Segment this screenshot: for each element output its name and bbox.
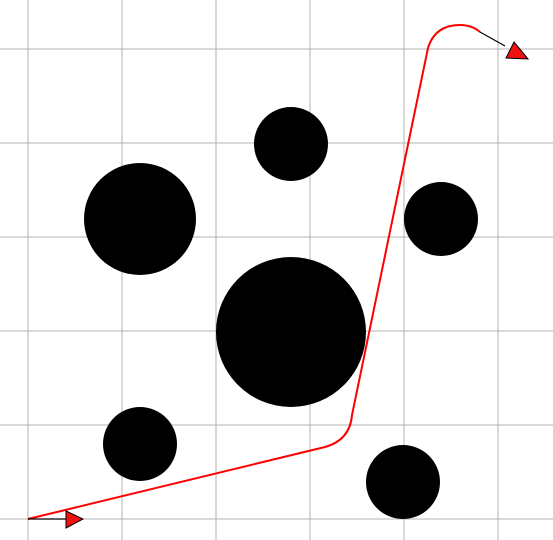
- obstacle-top-center: [254, 107, 328, 181]
- obstacle-center-large: [216, 257, 366, 407]
- obstacle-bottom-right: [366, 445, 440, 519]
- planned-path: [27, 23, 481, 520]
- obstacle-left: [84, 163, 196, 275]
- obstacle-group: [84, 107, 478, 519]
- start-arrow-marker: [65, 510, 85, 529]
- goal-heading-line: [479, 31, 506, 47]
- obstacle-right: [404, 182, 478, 256]
- obstacle-bottom-left: [103, 407, 177, 481]
- goal-arrow-marker: [505, 41, 530, 60]
